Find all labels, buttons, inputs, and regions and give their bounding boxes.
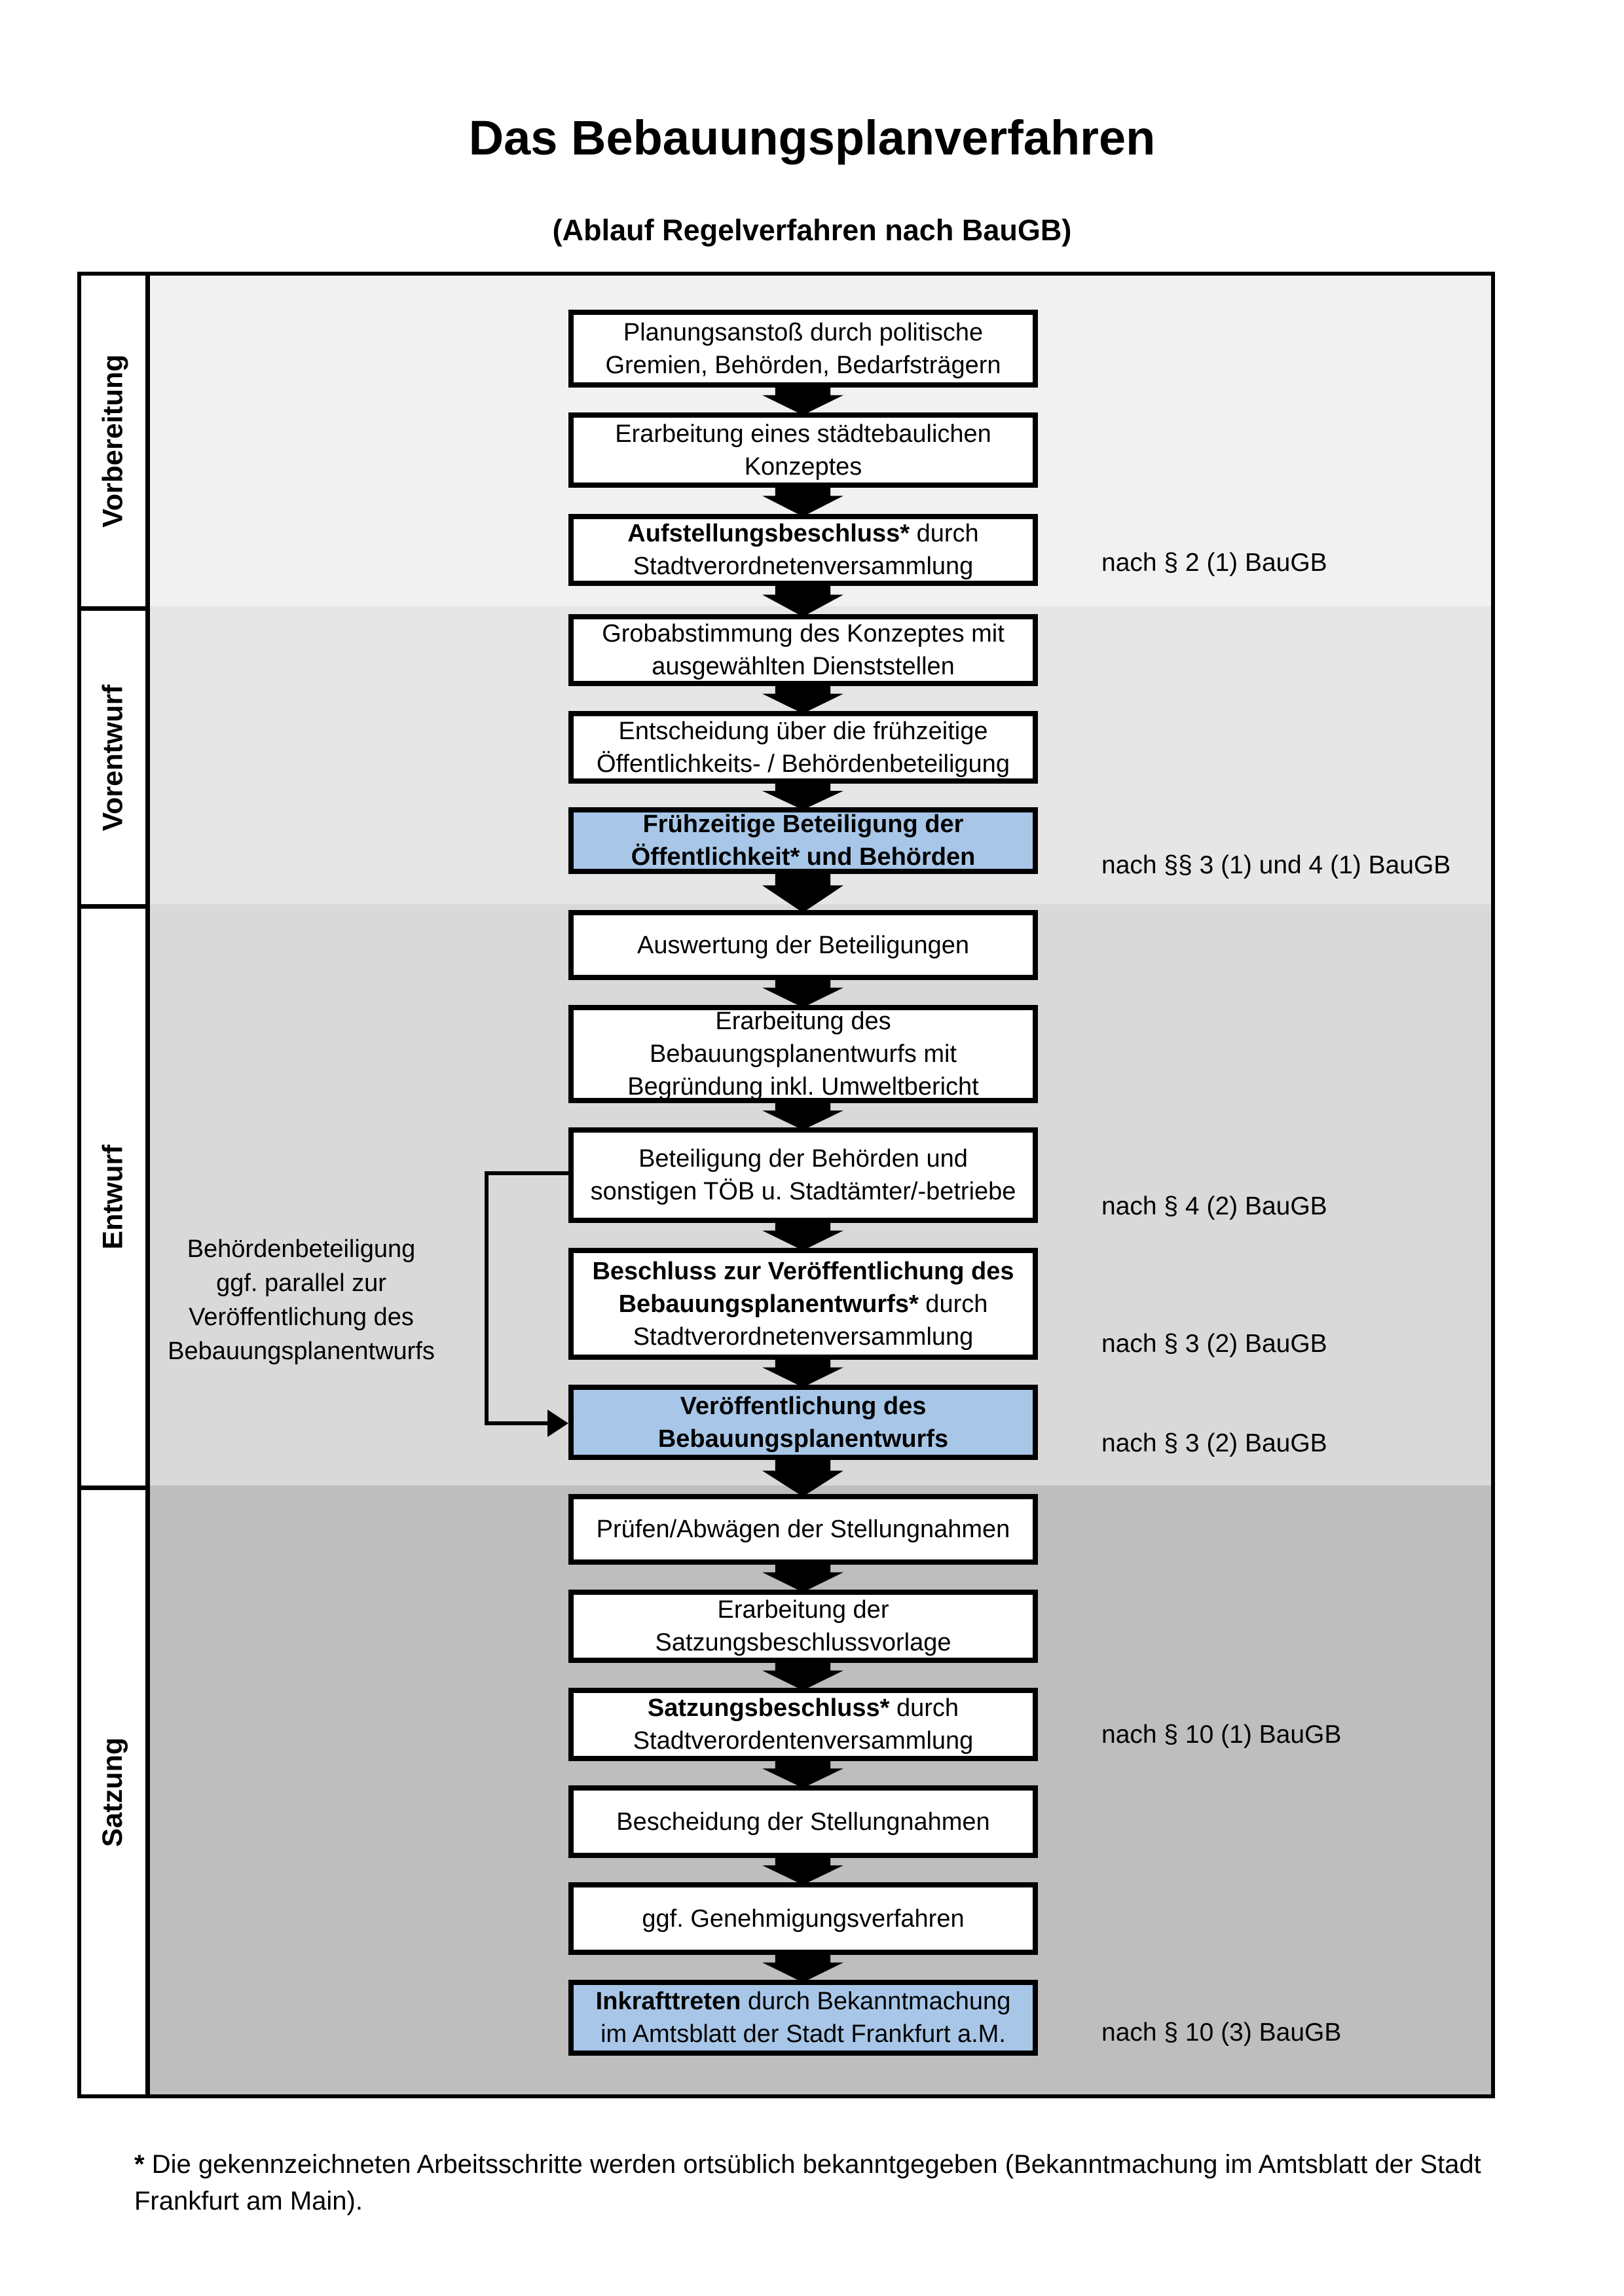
connector-line-horizontal-bottom <box>485 1421 549 1425</box>
flow-box-inkrafttreten: Inkrafttreten durch Bekanntmachung im Am… <box>568 1980 1038 2056</box>
law-ref-aufstellungsbeschluss: nach § 2 (1) BauGB <box>1101 549 1327 577</box>
flow-box-genehmigungsverfahren: ggf. Genehmigungsverfahren <box>568 1882 1038 1955</box>
flow-box-pruefen-abwaegen: Prüfen/Abwägen der Stellungnahmen <box>568 1494 1038 1565</box>
law-ref-inkrafttreten: nach § 10 (3) BauGB <box>1101 2018 1342 2047</box>
law-ref-veroeffentlichung: nach § 3 (2) BauGB <box>1101 1429 1327 1457</box>
phase-cell-divider <box>81 1485 145 1490</box>
flow-box-veroeffentlichungsbeschluss: Beschluss zur Veröffentlichung des Bebau… <box>568 1248 1038 1360</box>
connector-line-vertical <box>485 1171 489 1425</box>
flow-box-toeb-beteiligung: Beteiligung der Behörden und sonstigen T… <box>568 1127 1038 1223</box>
phase-label-vorbereitung: Vorbereitung <box>97 354 129 528</box>
flow-box-satzungsbeschluss: Satzungsbeschluss* durch Stadtverordente… <box>568 1688 1038 1761</box>
flow-box-planungsanstoss: Planungsanstoß durch politische Gremien,… <box>568 310 1038 388</box>
page-subtitle: (Ablauf Regelverfahren nach BauGB) <box>552 213 1072 247</box>
phase-cell-divider <box>81 606 145 611</box>
connector-arrowhead-icon <box>547 1410 568 1437</box>
phase-cell-divider <box>81 904 145 909</box>
connector-line-horizontal-top <box>485 1171 568 1175</box>
diagram-frame <box>77 272 1495 2098</box>
page-title: Das Bebauungsplanverfahren <box>468 111 1156 165</box>
flow-box-aufstellungsbeschluss: Aufstellungsbeschluss* durch Stadtverord… <box>568 514 1038 586</box>
phase-column-divider <box>145 276 150 2094</box>
law-ref-veroeffentlichungsbeschluss: nach § 3 (2) BauGB <box>1101 1330 1327 1358</box>
law-ref-toeb-beteiligung: nach § 4 (2) BauGB <box>1101 1192 1327 1220</box>
flow-box-entwurf-erarbeitung: Erarbeitung des Bebauungsplanentwurfs mi… <box>568 1005 1038 1103</box>
phase-label-satzung: Satzung <box>97 1737 129 1848</box>
phase-label-entwurf: Entwurf <box>97 1144 129 1250</box>
footnote: * Die gekennzeichneten Arbeitsschritte w… <box>134 2150 1481 2215</box>
law-ref-fruehzeitige-beteiligung: nach §§ 3 (1) und 4 (1) BauGB <box>1101 851 1451 879</box>
flow-box-konzept-erarbeitung: Erarbeitung eines städtebaulichen Konzep… <box>568 412 1038 488</box>
phase-label-vorentwurf: Vorentwurf <box>97 684 129 831</box>
flow-box-grobabstimmung: Grobabstimmung des Konzeptes mit ausgewä… <box>568 614 1038 686</box>
parallel-note: Behördenbeteiligung ggf. parallel zur Ve… <box>168 1235 435 1365</box>
flow-box-entscheidung-beteiligung: Entscheidung über die frühzeitige Öffent… <box>568 711 1038 784</box>
flow-box-fruehzeitige-beteiligung: Frühzeitige Beteiligung der Öffentlichke… <box>568 807 1038 874</box>
flow-box-auswertung: Auswertung der Beteiligungen <box>568 910 1038 980</box>
flow-box-veroeffentlichung: Veröffentlichung des Bebauungsplanentwur… <box>568 1385 1038 1460</box>
law-ref-satzungsbeschluss: nach § 10 (1) BauGB <box>1101 1721 1342 1749</box>
flow-box-satzungsvorlage: Erarbeitung der Satzungsbeschlussvorlage <box>568 1590 1038 1663</box>
flow-box-bescheidung: Bescheidung der Stellungnahmen <box>568 1785 1038 1858</box>
